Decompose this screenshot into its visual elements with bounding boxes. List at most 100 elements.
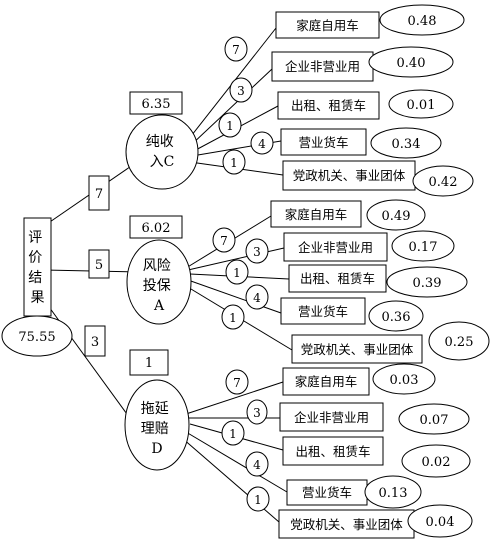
weight-circle: [250, 131, 274, 155]
item-value: 0.48: [408, 14, 437, 29]
branch-a-weight-box: [88, 249, 110, 279]
item-label-box: [282, 160, 416, 191]
item-value: 0.04: [426, 515, 455, 530]
item-label: 家庭自用车: [295, 374, 358, 389]
item-label: 出租、租赁车: [300, 271, 375, 286]
item-label: 党政机关、事业团体: [293, 168, 406, 183]
weight-circle: [221, 420, 245, 446]
item-label: 营业货车: [302, 485, 352, 500]
item-weight: 7: [232, 43, 240, 57]
weight-circle: [245, 451, 269, 477]
weight-circle: [222, 149, 246, 175]
item-weight: 4: [258, 137, 266, 151]
item-weight: 4: [253, 458, 261, 472]
branch-a-leaves: 7 3 1 4 1 家庭自用车 企业非营业用 出租、租赁车 营业货车 党政机关、…: [212, 199, 490, 364]
item-value: 0.03: [390, 373, 419, 388]
item-label-box: [283, 232, 388, 262]
item-weight: 7: [220, 234, 228, 248]
item-label-box: [279, 402, 384, 432]
item-label: 企业非营业用: [298, 240, 373, 255]
branch-a-score: 6.02: [142, 221, 171, 236]
branch-c-weight-box: [88, 175, 110, 211]
item-value-ellipse: [407, 504, 473, 538]
item-label-box: [277, 91, 380, 120]
item-weight: 1: [233, 266, 241, 280]
item-label-box: [282, 367, 370, 396]
item-value: 0.25: [445, 335, 474, 350]
branch-d-node: [124, 379, 190, 471]
weight-circle: [225, 369, 249, 395]
item-weight: 1: [229, 311, 237, 325]
item-label-box: [280, 128, 367, 156]
item-label-box: [275, 11, 380, 39]
item-label-box: [271, 51, 374, 82]
item-label: 企业非营业用: [294, 410, 369, 425]
root-score: 75.55: [18, 330, 55, 345]
item-weight: 1: [229, 427, 237, 441]
item-label-box: [282, 436, 384, 466]
item-label: 家庭自用车: [285, 207, 348, 222]
item-value-ellipse: [386, 266, 468, 298]
item-value-ellipse: [391, 230, 455, 262]
item-weight: 3: [253, 406, 261, 420]
item-value-ellipse: [428, 321, 490, 361]
branch-a-label: 风险 投保 A: [143, 258, 175, 314]
weight-circle: [218, 112, 242, 138]
branch-c-weight: 7: [95, 187, 103, 202]
item-label: 企业非营业用: [285, 59, 360, 74]
item-value: 0.36: [382, 310, 411, 325]
root-node: 评 价 结 果 75.55: [1, 217, 73, 357]
branch-d-score-box: [129, 349, 169, 376]
item-weight: 7: [233, 376, 241, 390]
branch-d: 1 拖延 理赔 D: [124, 349, 190, 471]
item-value-ellipse: [401, 444, 471, 478]
item-weight: 3: [253, 245, 261, 259]
branch-c-node: [125, 114, 199, 190]
item-value: 0.13: [379, 486, 408, 501]
item-value: 0.49: [382, 209, 411, 224]
item-weight: 1: [226, 119, 234, 133]
weight-circle: [212, 227, 236, 253]
item-label-box: [291, 334, 423, 364]
branch-d-score: 1: [145, 356, 153, 371]
branch-a: 6.02 风险 投保 A: [126, 215, 192, 325]
item-value: 0.40: [397, 56, 426, 71]
weight-circle: [245, 238, 269, 264]
branch-c-score: 6.35: [142, 97, 171, 112]
root-box: [23, 217, 52, 317]
item-weight: 1: [230, 156, 238, 170]
item-label-box: [280, 297, 366, 325]
item-value-ellipse: [368, 46, 454, 78]
item-value: 0.07: [420, 413, 449, 428]
item-label: 营业货车: [298, 135, 348, 150]
branch-d-label: 拖延 理赔 D: [141, 401, 173, 457]
branch-d-weight: 3: [91, 335, 99, 350]
branch-a-score-box: [129, 215, 183, 239]
item-label: 出租、租赁车: [291, 98, 366, 113]
item-value: 0.39: [413, 276, 442, 291]
item-value: 0.34: [392, 137, 421, 152]
branch-c: 6.35 纯收 入C: [125, 91, 199, 190]
item-label: 家庭自用车: [296, 18, 359, 33]
item-weight: 1: [254, 493, 262, 507]
branch-weights: 7 5 3: [84, 175, 110, 357]
branch-a-node: [126, 239, 192, 325]
item-value-ellipse: [368, 300, 424, 332]
item-label-box: [286, 479, 368, 506]
item-value: 0.02: [422, 455, 451, 470]
item-label: 出租、租赁车: [295, 444, 370, 459]
item-value-ellipse: [379, 4, 465, 36]
item-value: 0.01: [407, 98, 436, 113]
item-value-ellipse: [412, 165, 474, 197]
item-label: 党政机关、事业团体: [290, 517, 403, 532]
weight-circle: [246, 486, 270, 512]
root-score-ellipse: [1, 315, 73, 357]
branch-a-weight: 5: [95, 258, 103, 273]
item-label-box: [270, 200, 362, 228]
item-value: 0.42: [429, 175, 458, 190]
branch-d-weight-box: [84, 325, 106, 357]
root-label: 评 价 结 果: [28, 230, 46, 306]
branch-c-label: 纯收 入C: [146, 134, 178, 170]
item-weight: 4: [253, 291, 261, 305]
